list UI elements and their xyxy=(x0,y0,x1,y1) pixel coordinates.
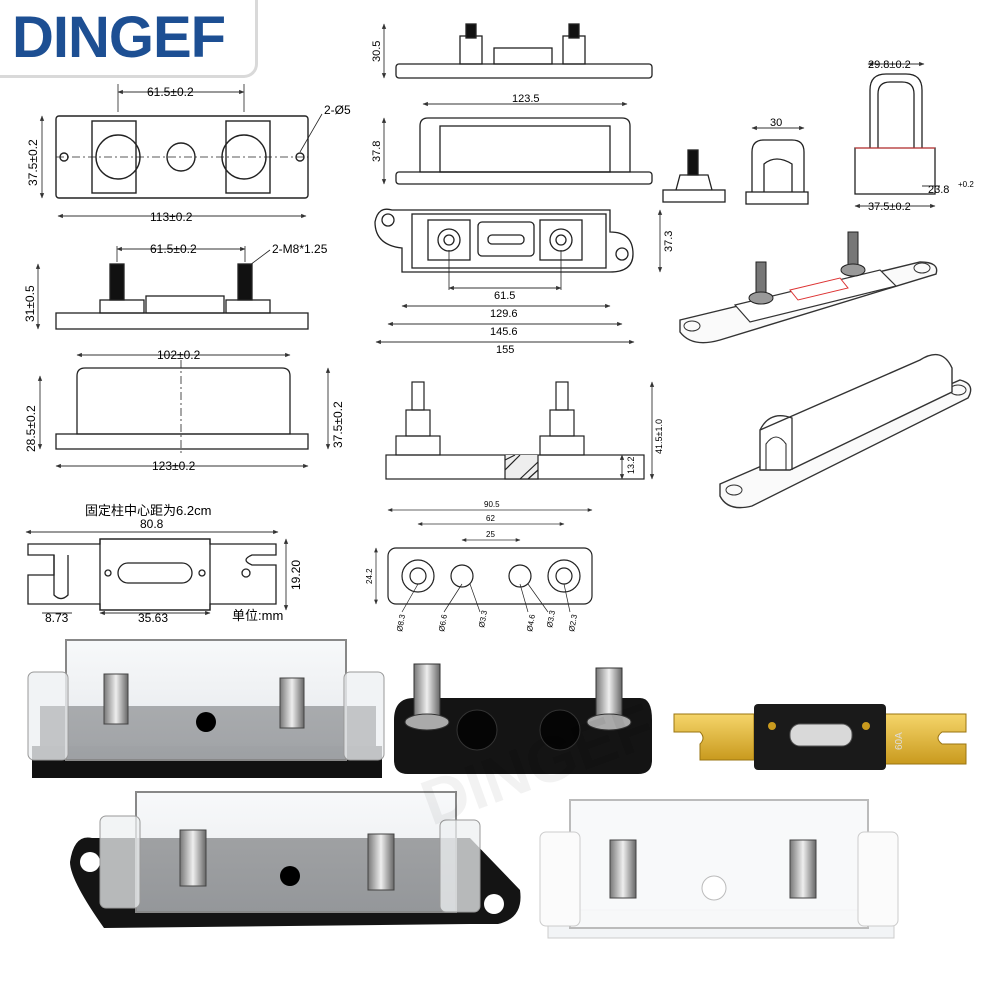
holder-top-d3-label: 145.6 xyxy=(490,326,518,338)
holder-side-drawing xyxy=(381,23,653,79)
base-hole-a: Ø8.3 xyxy=(395,613,407,632)
brand-logo-text: DINGEF xyxy=(12,5,226,70)
holder-front-drawing xyxy=(381,101,653,185)
fuse-body-label: 35.63 xyxy=(138,611,168,625)
fuse-caption: 固定柱中心距为6.2cm xyxy=(85,503,211,518)
holder-cover-3d xyxy=(719,353,972,509)
holder-top-drawing xyxy=(374,208,663,345)
holder-top-d1-label: 61.5 xyxy=(494,290,515,302)
base-height-label: 24.2 xyxy=(365,568,374,584)
base-pitch-label: 62 xyxy=(486,514,495,523)
cover-outer-height-label: 37.5±0.2 xyxy=(331,401,345,448)
cover-end-drawing xyxy=(745,125,809,205)
top-holes-label: 2-Ø5 xyxy=(324,103,351,117)
photo-holder-clear-cover xyxy=(27,639,385,778)
side-pitch-label: 61.5±0.2 xyxy=(150,242,197,256)
base-end-drawing xyxy=(662,149,726,203)
photo-anl-fuse: 60A xyxy=(673,704,967,770)
brand-logo: DINGEF xyxy=(0,0,258,78)
cover-end-bottom-label: 37.5±0.2 xyxy=(868,201,911,213)
cover-view-drawing xyxy=(37,352,331,469)
side-view-drawing xyxy=(35,246,309,330)
unit-label: 单位:mm xyxy=(232,608,283,623)
section-base-label: 13.2 xyxy=(626,456,636,474)
cover-bottom-label: 123±0.2 xyxy=(152,459,196,473)
side-height-label: 31±0.5 xyxy=(23,285,37,322)
holder-front-length-label: 123.5 xyxy=(512,93,540,105)
top-view-drawing xyxy=(39,84,323,219)
cover-top-label: 102±0.2 xyxy=(157,348,201,362)
base-hole-b: Ø6.6 xyxy=(437,613,449,632)
base-length-label: 90.5 xyxy=(484,500,500,509)
holder-base-3d xyxy=(679,231,938,344)
cover-profile-drawing xyxy=(854,61,940,209)
holder-front-height-label: 37.8 xyxy=(371,141,383,162)
fuse-length-label: 80.8 xyxy=(140,517,164,531)
cover-end-top-label: 29.8±0.2 xyxy=(868,59,911,71)
section-drawing xyxy=(385,381,655,480)
top-width-label: 113±0.2 xyxy=(150,210,193,224)
base-hole-f: Ø2.3 xyxy=(567,613,579,632)
base-hole-c: Ø3.3 xyxy=(477,609,489,628)
cover-end-right-tol: +0.2 xyxy=(958,180,974,189)
cover-inner-height-label: 28.5±0.2 xyxy=(24,405,38,452)
holder-top-height-label: 37.3 xyxy=(663,231,675,252)
section-height-label: 41.5±1.0 xyxy=(654,419,664,454)
top-height-label: 37.5±0.2 xyxy=(26,139,40,186)
photo-base-with-studs xyxy=(394,663,652,774)
top-pitch-label: 61.5±0.2 xyxy=(147,85,194,99)
fuse-drawing xyxy=(25,529,289,616)
fuse-rating-label: 60A xyxy=(894,732,905,750)
fuse-slot-label: 8.73 xyxy=(45,611,69,625)
holder-side-height-label: 30.5 xyxy=(371,41,383,62)
holder-top-d4-label: 155 xyxy=(496,344,514,356)
photo-holder-all-clear xyxy=(539,799,899,939)
photo-holder-black-ears xyxy=(70,791,521,928)
base-inner-label: 25 xyxy=(486,530,495,539)
cover-end-right-label: 23.8 xyxy=(928,184,949,196)
base-plan-drawing xyxy=(374,508,593,613)
base-hole-d: Ø4.6 xyxy=(525,613,537,632)
base-hole-e: Ø3.3 xyxy=(545,609,557,628)
end-width-label: 30 xyxy=(770,117,782,129)
side-studs-label: 2-M8*1.25 xyxy=(272,242,328,256)
fuse-width-label: 19.20 xyxy=(289,560,303,590)
holder-top-d2-label: 129.6 xyxy=(490,308,518,320)
